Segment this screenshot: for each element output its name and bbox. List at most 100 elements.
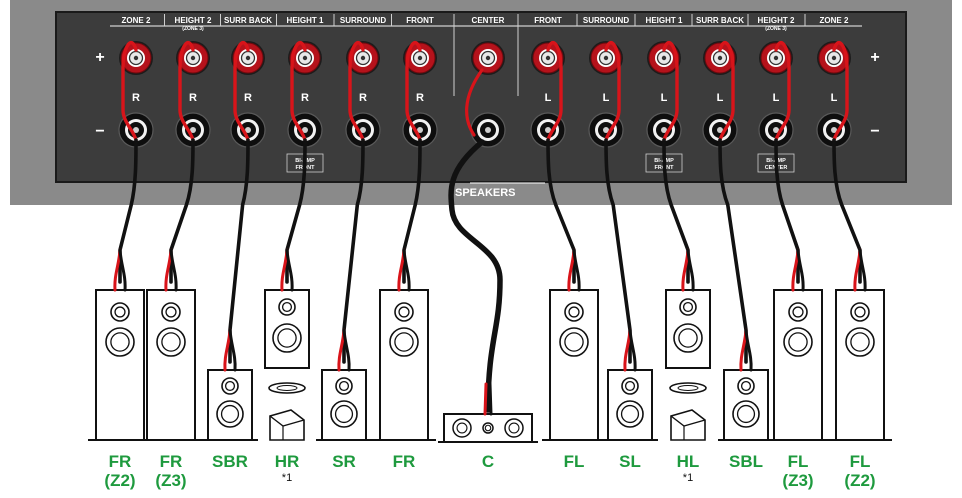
speaker-label: FL(Z3) (768, 452, 828, 490)
ceiling-speaker-inner (677, 385, 699, 391)
terminal-minus-pin (190, 127, 196, 133)
tower-tweeter-core (568, 306, 580, 318)
terminal-plus-center (302, 55, 308, 61)
wire-negative (488, 382, 493, 416)
terminal-label: FRONT (534, 16, 562, 25)
bookshelf-tweeter-core (740, 380, 752, 392)
speaker-label-line1: FL (849, 452, 871, 471)
wire-negative-lead (744, 328, 753, 372)
channel-letter: L (773, 92, 780, 104)
terminal-label: SURROUND (340, 16, 386, 25)
bookshelf-woofer-cone (334, 404, 354, 424)
speaker-footnote: *1 (682, 472, 694, 484)
plus-sign: + (95, 49, 104, 66)
terminal-minus-pin (360, 127, 366, 133)
height-woofer-cone (277, 328, 297, 348)
wire-positive (604, 41, 621, 142)
terminal-label: ZONE 2 (122, 16, 151, 25)
height-tweeter-core (281, 301, 293, 313)
terminal-minus-pin (831, 127, 837, 133)
speaker-label: FR(Z2) (90, 452, 150, 490)
wire-negative (718, 138, 748, 364)
wire-negative-lead (686, 248, 695, 292)
minus-sign: − (870, 123, 879, 140)
channel-letter: L (831, 92, 838, 104)
terminal-label: SURR BACK (224, 16, 272, 25)
channel-letter: R (301, 92, 309, 104)
terminal-label: SURROUND (583, 16, 629, 25)
tower-speaker (549, 289, 599, 441)
terminal-plus-center (545, 55, 551, 61)
terminal-plus-center (190, 55, 196, 61)
terminal-plus-center (661, 55, 667, 61)
terminal-label: HEIGHT 2 (758, 16, 795, 25)
speaker-label-line2: (Z3) (155, 471, 187, 490)
wire-negative (832, 138, 862, 284)
wire-negative-lead (628, 328, 637, 372)
speaker-label-line1: SBL (729, 452, 763, 471)
channel-letter: R (416, 92, 424, 104)
tower-woofer-cone (850, 332, 870, 352)
speaker-label: FL (544, 452, 604, 471)
wire-positive (832, 41, 849, 142)
speakers-label: SPEAKERS (455, 187, 516, 199)
terminal-plus-center (360, 55, 366, 61)
wire-positive (121, 41, 138, 142)
speaker-label: FR (374, 452, 434, 471)
channel-letter: R (359, 92, 367, 104)
ceiling-speaker-inner (276, 385, 298, 391)
speaker-label-line2: (Z2) (104, 471, 136, 490)
wire-positive (718, 41, 735, 142)
wire-negative-lead (118, 248, 127, 292)
bookshelf-woofer-cone (220, 404, 240, 424)
speaker-label-line1: FL (563, 452, 585, 471)
terminal-minus-pin (545, 127, 551, 133)
minus-sign: − (95, 123, 104, 140)
wire-negative-lead (228, 328, 237, 372)
wire-negative (774, 138, 800, 284)
terminal-sublabel: (ZONE 3) (765, 26, 787, 32)
speaker-label-line1: FR (392, 452, 416, 471)
terminal-plus-center (245, 55, 251, 61)
tower-tweeter-core (165, 306, 177, 318)
wire-negative-lead (858, 248, 867, 292)
tower-woofer-cone (110, 332, 130, 352)
wire-positive (465, 68, 484, 137)
channel-letter: L (661, 92, 668, 104)
speaker-label-line1: SBR (212, 452, 248, 471)
terminal-label: HEIGHT 1 (287, 16, 324, 25)
terminal-minus-pin (133, 127, 139, 133)
speaker-label: FL(Z2) (830, 452, 890, 490)
wire-positive (405, 41, 422, 142)
channel-letter: R (132, 92, 140, 104)
wire-negative-lead (169, 248, 178, 292)
speaker-label-line2: (Z2) (844, 471, 876, 490)
tower-tweeter-core (854, 306, 866, 318)
terminal-label: HEIGHT 1 (646, 16, 683, 25)
bookshelf-tweeter-core (338, 380, 350, 392)
speaker-footnote: *1 (281, 472, 293, 484)
wire-negative-lead (342, 328, 351, 372)
wire-negative-lead (285, 248, 294, 292)
center-driver-core (484, 424, 492, 432)
speaker-label: SBL (716, 452, 776, 471)
plus-sign: + (870, 49, 879, 66)
speaker-label-line1: C (481, 452, 495, 471)
terminal-minus-pin (245, 127, 251, 133)
height-tweeter-core (682, 301, 694, 313)
wire-negative (342, 138, 365, 364)
wire-positive (546, 41, 563, 142)
tower-tweeter-core (398, 306, 410, 318)
channel-letter: R (189, 92, 197, 104)
wire-positive (290, 41, 307, 142)
terminal-label: HEIGHT 2 (175, 16, 212, 25)
wire-negative (662, 138, 690, 284)
tower-woofer-cone (564, 332, 584, 352)
terminal-sublabel: (ZONE 3) (182, 26, 204, 32)
speaker-label-line1: HL (676, 452, 700, 471)
terminal-plus-center (603, 55, 609, 61)
terminal-plus-center (831, 55, 837, 61)
channel-letter: L (603, 92, 610, 104)
wire-negative-lead (796, 248, 805, 292)
